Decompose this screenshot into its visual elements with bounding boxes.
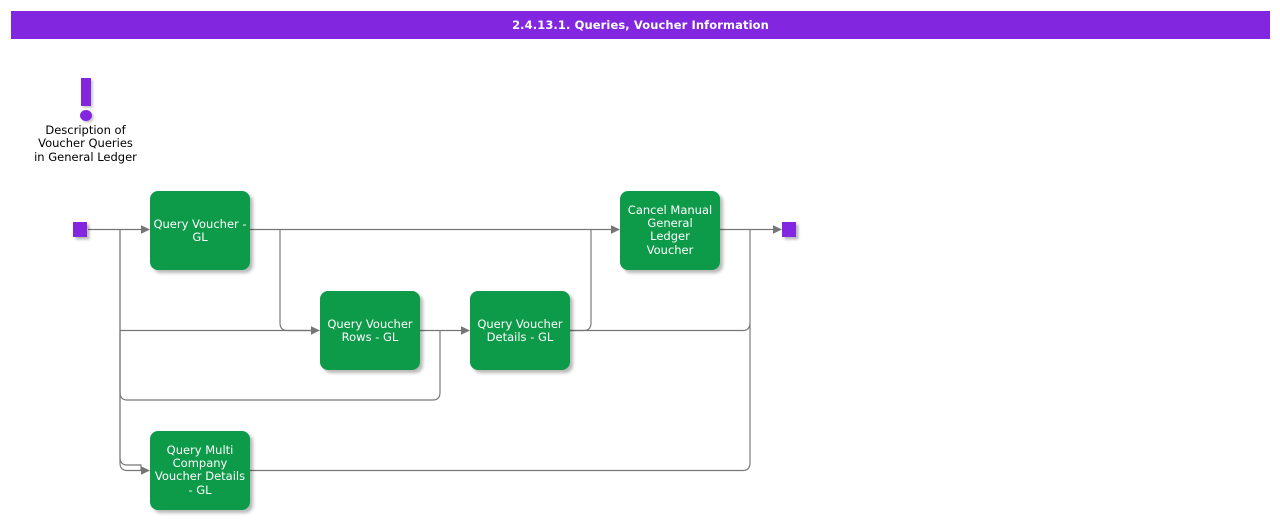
node-label-line: Query Voucher xyxy=(327,317,413,331)
activity-layer: Query Voucher - GL Cancel Manual General… xyxy=(150,191,720,510)
node-label-line: Cancel Manual xyxy=(628,203,712,217)
node-query-multi-company-voucher-details-gl[interactable]: Query Multi Company Voucher Details - GL xyxy=(150,431,250,510)
node-cancel-manual-general-ledger-voucher[interactable]: Cancel Manual General Ledger Voucher xyxy=(620,191,720,270)
page-title: 2.4.13.1. Queries, Voucher Information xyxy=(512,18,769,32)
description-annotation: Description of Voucher Queries in Genera… xyxy=(23,78,148,164)
node-query-voucher-rows-gl[interactable]: Query Voucher Rows - GL xyxy=(320,291,420,370)
arrow-head-icon xyxy=(141,466,150,475)
node-label-line: Company xyxy=(173,456,228,470)
node-label-line: Query Voucher xyxy=(477,317,563,331)
edge-left-trunk xyxy=(119,229,133,466)
node-query-voucher-gl[interactable]: Query Voucher - GL xyxy=(150,191,250,270)
node-label-line: Rows - GL xyxy=(342,330,399,344)
node-label-line: Query Voucher - xyxy=(153,217,246,231)
node-label-line: - GL xyxy=(188,483,212,497)
annotation-caption: Description of Voucher Queries in Genera… xyxy=(34,123,137,164)
node-label-line: Voucher Details xyxy=(155,469,245,483)
node-label-line: Query Multi xyxy=(167,443,234,457)
node-label-line: GL xyxy=(192,230,208,244)
exclamation-bar-icon xyxy=(81,78,91,106)
node-query-voucher-details-gl[interactable]: Query Voucher Details - GL xyxy=(470,291,570,370)
exclamation-mark-icon xyxy=(23,78,148,122)
edge-right-collector-trunk xyxy=(250,229,751,472)
edge-left-trunk-to-multi-company xyxy=(133,464,142,471)
connector-layer xyxy=(88,225,782,475)
terminal-layer xyxy=(73,222,796,237)
start-node[interactable] xyxy=(73,222,87,237)
arrow-head-icon xyxy=(773,225,782,234)
arrow-head-icon xyxy=(461,326,470,335)
end-node[interactable] xyxy=(782,222,796,237)
arrow-head-icon xyxy=(141,225,150,234)
edge-voucher-rows-return-loop xyxy=(119,330,441,401)
node-label-line: General xyxy=(647,216,692,230)
node-label-line: Voucher xyxy=(647,243,694,257)
edge-query-voucher-to-voucher-rows xyxy=(279,229,311,332)
edge-voucher-details-to-cancel-manual xyxy=(570,229,592,332)
node-label-line: Ledger xyxy=(650,229,690,243)
page-title-bar: 2.4.13.1. Queries, Voucher Information xyxy=(11,11,1270,39)
exclamation-dot-icon xyxy=(80,110,92,121)
arrow-head-icon xyxy=(611,225,620,234)
edge-query-voucher-to-multi-company xyxy=(119,229,141,472)
arrow-head-icon xyxy=(311,326,320,335)
node-label-line: Details - GL xyxy=(487,330,554,344)
edge-right-collector-mid-pickup xyxy=(570,322,751,332)
